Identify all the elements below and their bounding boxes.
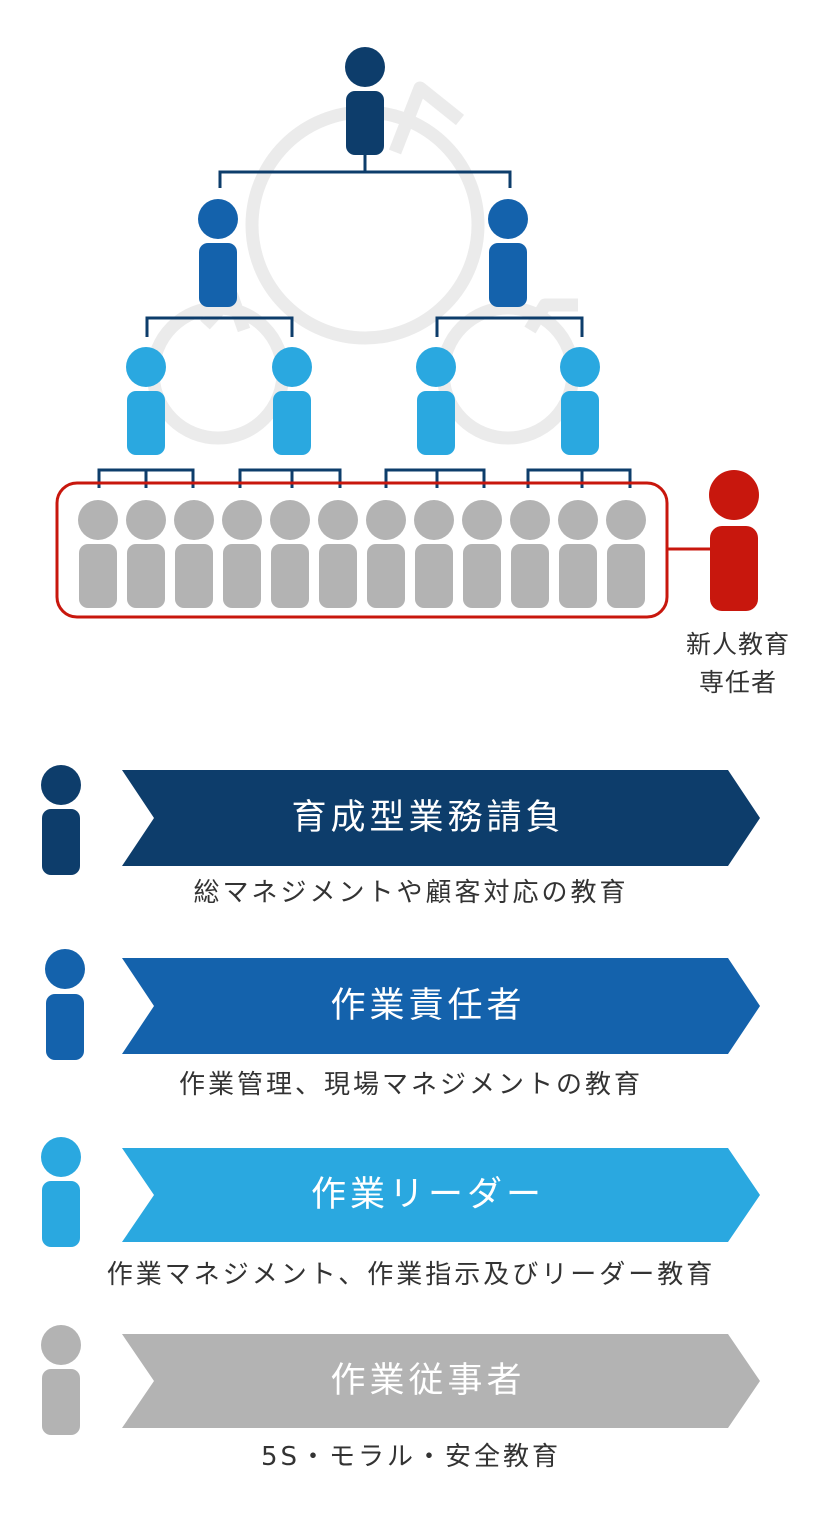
person-icon xyxy=(45,949,85,989)
person-icon xyxy=(41,1137,81,1177)
worker-row xyxy=(78,500,646,608)
tier-description-3: 作業マネジメント、作業指示及びリーダー教育 xyxy=(106,1260,716,1290)
person-icon xyxy=(41,1325,81,1365)
person-icon xyxy=(270,500,310,608)
cycle-circle-left xyxy=(146,301,290,445)
person-icon xyxy=(198,199,238,307)
tier-banner-4 xyxy=(122,1334,760,1428)
person-icon xyxy=(462,500,502,608)
person-icon xyxy=(558,500,598,608)
tier-banner-2 xyxy=(122,958,760,1054)
tier-description-1: 総マネジメントや顧客対応の教育 xyxy=(193,878,629,908)
person-icon xyxy=(606,500,646,608)
person-icon xyxy=(414,500,454,608)
trainer-label-line2: 専任者 xyxy=(698,668,777,697)
person-icon xyxy=(272,347,312,455)
person-icon xyxy=(174,500,214,608)
person-icon xyxy=(78,500,118,608)
tier-banner-3 xyxy=(122,1148,760,1242)
new-staff-trainer-label: 新人教育 専任者 xyxy=(672,626,804,702)
hierarchy-connectors xyxy=(97,150,632,488)
person-icon xyxy=(126,500,166,608)
person-icon xyxy=(41,765,81,805)
tier-banner-1 xyxy=(122,770,760,866)
tier-title-3: 作業リーダー xyxy=(310,1175,545,1215)
cycle-circle-right xyxy=(436,301,580,445)
tier-title-4: 作業従事者 xyxy=(330,1361,526,1401)
person-icon xyxy=(318,500,358,608)
tier-description-2: 作業管理、現場マネジメントの教育 xyxy=(178,1070,643,1100)
cycle-arrowhead-top xyxy=(388,81,465,155)
tier-description-4: 5S・モラル・安全教育 xyxy=(260,1442,562,1472)
person-icon xyxy=(126,347,166,455)
person-icon xyxy=(416,347,456,455)
cycle-arrowhead-right xyxy=(524,298,578,334)
tier-title-2: 作業責任者 xyxy=(330,986,526,1026)
tier-title-1: 育成型業務請負 xyxy=(291,798,565,838)
person-icon xyxy=(560,347,600,455)
person-icon xyxy=(510,500,550,608)
person-icon xyxy=(366,500,406,608)
person-icon xyxy=(222,500,262,608)
tier-legend xyxy=(41,765,760,1435)
person-icon xyxy=(488,199,528,307)
person-icon xyxy=(345,47,385,155)
new-staff-trainer xyxy=(709,470,759,611)
trainer-label-line1: 新人教育 xyxy=(685,630,790,659)
